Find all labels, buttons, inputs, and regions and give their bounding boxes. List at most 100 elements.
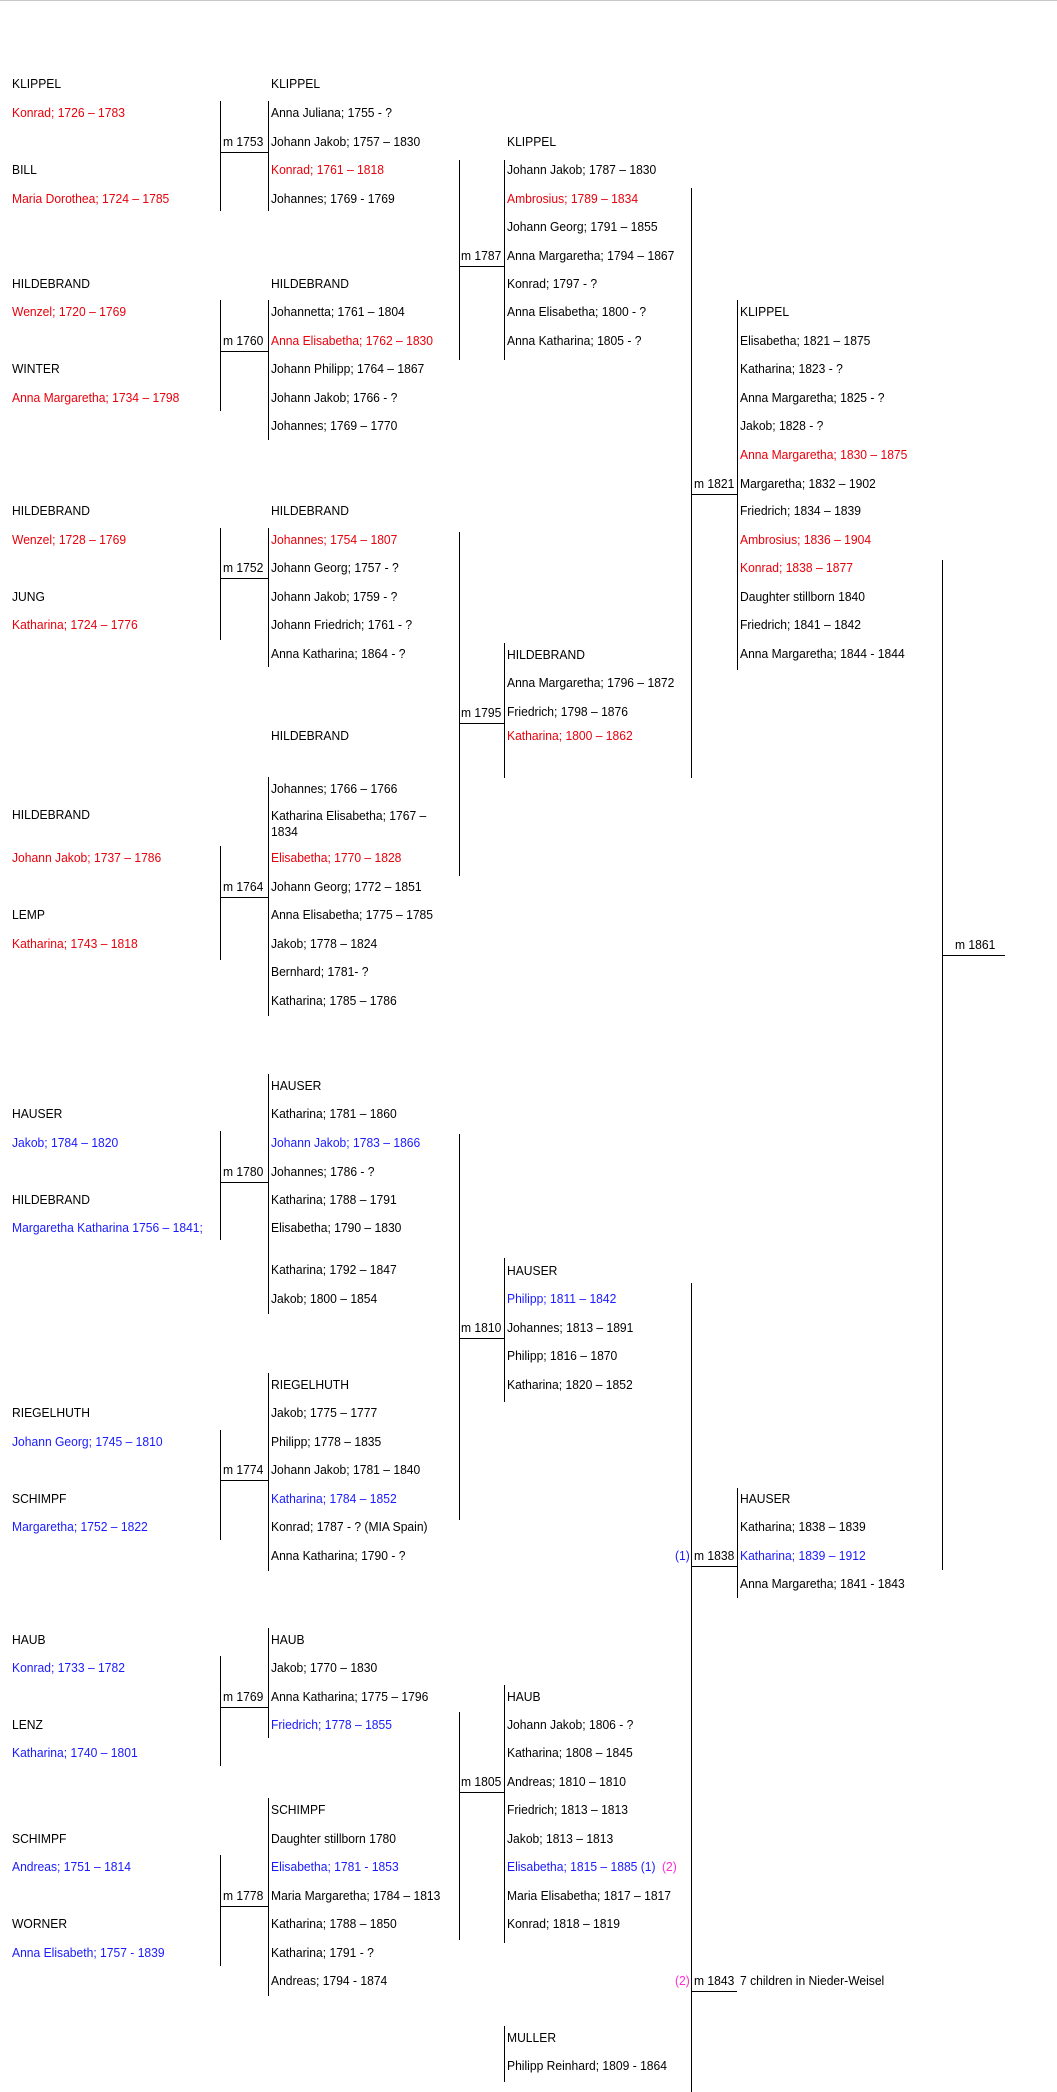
- tree-connector: [691, 494, 737, 495]
- person-entry: HAUB: [271, 1632, 305, 1647]
- tree-connector: [691, 1566, 737, 1567]
- top-divider: [0, 0, 1057, 1]
- person-entry: Anna Margaretha; 1825 - ?: [740, 390, 885, 405]
- person-entry: Wenzel; 1720 – 1769: [12, 304, 127, 319]
- marriage-label: m 1810: [461, 1320, 502, 1335]
- person-entry: Anna Margaretha; 1844 - 1844: [740, 646, 905, 661]
- person-entry: Johann Jakob; 1757 – 1830: [271, 134, 421, 149]
- tree-connector: [220, 897, 268, 898]
- person-entry: Daughter stillborn 1840: [740, 589, 866, 604]
- tree-connector: [691, 188, 692, 778]
- tree-connector: [220, 1480, 268, 1481]
- person-entry: Katharina; 1781 – 1860: [271, 1106, 397, 1121]
- person-entry: MULLER: [507, 2030, 557, 2045]
- marriage-label: m 1843: [694, 1973, 735, 1988]
- person-entry: Anna Elisabetha; 1775 – 1785: [271, 907, 434, 922]
- person-entry: SCHIMPF: [271, 1802, 326, 1817]
- person-entry: HILDEBRAND: [507, 647, 585, 662]
- person-entry: BILL: [12, 162, 37, 177]
- person-entry: Johannetta; 1761 – 1804: [271, 304, 405, 319]
- person-entry: HILDEBRAND: [12, 807, 90, 822]
- person-entry: Katharina; 1788 – 1850: [271, 1916, 397, 1931]
- person-entry: Katharina; 1743 – 1818: [12, 936, 138, 951]
- person-entry: (2): [662, 1859, 677, 1874]
- person-entry: Johannes; 1813 – 1891: [507, 1320, 634, 1335]
- person-entry: Andreas; 1810 – 1810: [507, 1774, 626, 1789]
- tree-connector: [220, 1430, 221, 1540]
- person-entry: Anna Margaretha; 1794 – 1867: [507, 248, 675, 263]
- person-entry: Johann Georg; 1745 – 1810: [12, 1434, 163, 1449]
- person-entry: Elisabetha; 1815 – 1885 (1): [507, 1859, 656, 1874]
- person-entry: Katharina; 1785 – 1786: [271, 993, 397, 1008]
- person-entry: Elisabetha; 1770 – 1828: [271, 850, 402, 865]
- person-entry: Katharina; 1820 – 1852: [507, 1377, 633, 1392]
- tree-connector: [220, 101, 221, 211]
- person-entry: RIEGELHUTH: [271, 1377, 349, 1392]
- person-entry: Philipp; 1778 – 1835: [271, 1434, 382, 1449]
- marriage-label: m 1752: [223, 560, 264, 575]
- person-entry: Anna Katharina; 1805 - ?: [507, 333, 642, 348]
- person-entry: Johann Jakob; 1766 - ?: [271, 390, 398, 405]
- person-entry: KLIPPEL: [740, 304, 790, 319]
- tree-connector: [691, 1991, 737, 1992]
- tree-connector: [268, 1373, 269, 1571]
- tree-connector: [504, 643, 505, 778]
- person-entry: Katharina; 1784 – 1852: [271, 1491, 397, 1506]
- person-entry: Anna Margaretha; 1734 – 1798: [12, 390, 180, 405]
- person-entry: KLIPPEL: [507, 134, 557, 149]
- person-entry: Anna Katharina; 1775 – 1796: [271, 1689, 429, 1704]
- person-entry: HAUSER: [740, 1491, 791, 1506]
- person-entry: Elisabetha; 1781 - 1853: [271, 1859, 399, 1874]
- marriage-label: m 1753: [223, 134, 264, 149]
- person-entry: Friedrich; 1841 – 1842: [740, 617, 861, 632]
- person-entry: HILDEBRAND: [271, 728, 349, 743]
- tree-connector: [220, 1182, 268, 1183]
- person-entry: Johannes; 1754 – 1807: [271, 532, 398, 547]
- person-entry: WORNER: [12, 1916, 68, 1931]
- person-entry: Friedrich; 1798 – 1876: [507, 704, 628, 719]
- person-entry: Johannes; 1786 - ?: [271, 1164, 375, 1179]
- tree-connector: [459, 1338, 504, 1339]
- person-entry: Johann Jakob; 1783 – 1866: [271, 1135, 421, 1150]
- person-entry: Elisabetha; 1790 – 1830: [271, 1220, 402, 1235]
- person-entry: Johannes; 1769 - 1769: [271, 191, 395, 206]
- person-entry: Philipp Reinhard; 1809 - 1864: [507, 2058, 667, 2073]
- marriage-label: m 1769: [223, 1689, 264, 1704]
- person-entry: HAUSER: [12, 1106, 63, 1121]
- person-entry: Johannes; 1769 – 1770: [271, 418, 398, 433]
- person-entry: Margaretha; 1832 – 1902: [740, 476, 876, 491]
- person-entry: Johann Jakob; 1787 – 1830: [507, 162, 657, 177]
- person-entry: SCHIMPF: [12, 1831, 67, 1846]
- tree-connector: [220, 300, 221, 411]
- tree-connector: [220, 1656, 221, 1766]
- person-entry: HILDEBRAND: [12, 1192, 90, 1207]
- person-entry: Philipp; 1811 – 1842: [507, 1291, 617, 1306]
- person-entry: Maria Elisabetha; 1817 – 1817: [507, 1888, 672, 1903]
- person-entry: Jakob; 1775 – 1777: [271, 1405, 378, 1420]
- person-entry: Katharina; 1800 – 1862: [507, 728, 633, 743]
- tree-connector: [737, 1488, 738, 1598]
- person-entry: Jakob; 1784 – 1820: [12, 1135, 119, 1150]
- person-entry: Friedrich; 1778 – 1855: [271, 1717, 392, 1732]
- person-entry: HILDEBRAND: [12, 276, 90, 291]
- tree-connector: [268, 1798, 269, 1996]
- person-entry: Katharina; 1788 – 1791: [271, 1192, 397, 1207]
- tree-connector: [504, 1258, 505, 1402]
- person-entry: Anna Margaretha; 1796 – 1872: [507, 675, 675, 690]
- tree-connector: [220, 528, 221, 640]
- person-entry: Johann Philipp; 1764 – 1867: [271, 361, 425, 376]
- tree-connector: [459, 532, 460, 876]
- person-entry: Konrad; 1726 – 1783: [12, 105, 125, 120]
- tree-connector: [220, 846, 221, 960]
- person-entry: Elisabetha; 1821 – 1875: [740, 333, 871, 348]
- tree-connector: [220, 152, 268, 153]
- person-entry: 7 children in Nieder-Weisel: [740, 1973, 885, 1988]
- person-entry: Friedrich; 1813 – 1813: [507, 1802, 628, 1817]
- person-entry: Johann Jakob; 1781 – 1840: [271, 1462, 421, 1477]
- person-entry: Katharina; 1808 – 1845: [507, 1745, 633, 1760]
- person-entry: Anna Elisabeth; 1757 - 1839: [12, 1945, 165, 1960]
- person-entry: Katharina; 1792 – 1847: [271, 1262, 397, 1277]
- person-entry: Jakob; 1828 - ?: [740, 418, 824, 433]
- person-entry: Jakob; 1778 – 1824: [271, 936, 378, 951]
- person-entry: Ambrosius; 1789 – 1834: [507, 191, 639, 206]
